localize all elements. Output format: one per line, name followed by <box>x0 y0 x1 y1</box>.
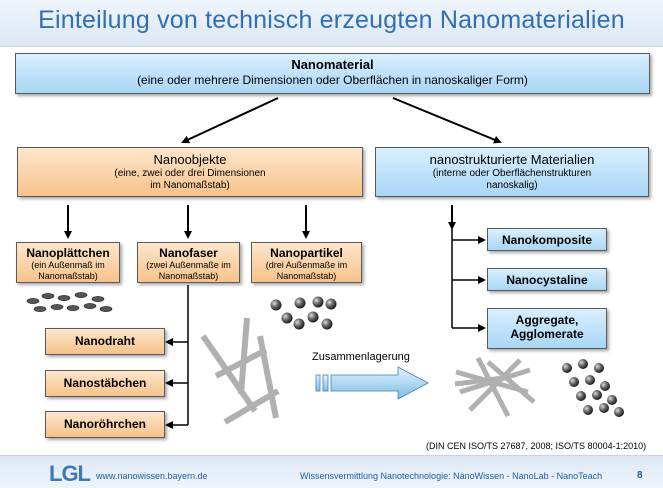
nanostrukturiert-box: nanostrukturierte Materialien (interne o… <box>375 147 649 197</box>
page-number: 8 <box>637 470 643 481</box>
slide-title: Einteilung von technisch erzeugten Nanom… <box>38 6 625 34</box>
nanopartikel-sub1: (drei Außenmaße im <box>265 260 348 271</box>
aggregate-fibers-illustration <box>454 356 536 418</box>
nanoobjekte-box: Nanoobjekte (eine, zwei oder drei Dimens… <box>17 147 363 197</box>
aggregate-label: Aggregate, <box>515 313 579 327</box>
arrow-to-nanostrukturiert <box>392 97 502 144</box>
title-band <box>0 0 663 47</box>
nanopartikel-box: Nanopartikel (drei Außenmaße im Nanomaßs… <box>251 242 362 283</box>
nanofaser-box: Nanofaser (zwei Außenmaße im Nanomaßstab… <box>137 242 240 283</box>
particles-illustration <box>270 296 337 330</box>
footer-band <box>0 455 663 488</box>
nanoobjekte-heading: Nanoobjekte <box>153 152 227 167</box>
nanofaser-sub1: (zwei Außenmaße im <box>146 260 231 271</box>
agglomerate-label: Agglomerate <box>510 327 584 342</box>
diagram-graphics <box>26 97 624 429</box>
arrow-to-nanoobjekte <box>181 97 279 144</box>
nanoobjekte-sub1: (eine, zwei oder drei Dimensionen <box>114 167 266 179</box>
nanomaterial-heading: Nanomaterial <box>291 57 374 72</box>
platelets-illustration <box>26 292 113 312</box>
zusammenlagerung-label: Zusammenlagerung <box>312 351 410 363</box>
nanopartikel-heading: Nanopartikel <box>270 246 343 260</box>
nanostrukturiert-sub2: nanoskalig) <box>486 179 538 191</box>
nanostrukturiert-heading: nanostrukturierte Materialien <box>429 152 595 167</box>
nanoroehrchen-box: Nanoröhrchen <box>45 411 165 438</box>
nanomaterial-subtext: (eine oder mehrere Dimensionen oder Ober… <box>137 72 528 87</box>
nanomaterial-box: Nanomaterial (eine oder mehrere Dimensio… <box>15 53 650 94</box>
nanostrukturiert-sub1: (interne oder Oberflächenstrukturen <box>432 167 592 179</box>
nanocystaline-box: Nanocystaline <box>487 268 607 291</box>
nanofaser-sub2: Nanomaßstab) <box>158 271 219 282</box>
fibers-illustration <box>200 317 280 425</box>
aggregate-agglomerate-box: Aggregate, Agglomerate <box>487 308 607 349</box>
nanodraht-box: Nanodraht <box>45 328 165 355</box>
nanokomposite-box: Nanokomposite <box>487 228 607 251</box>
nanoplaettchen-heading: Nanoplättchen <box>26 246 110 260</box>
nanofaser-heading: Nanofaser <box>159 246 218 260</box>
nanoplaettchen-sub2: Nanomaßstab) <box>38 271 98 282</box>
nanoobjekte-sub2: im Nanomaßstab) <box>150 179 230 191</box>
lgl-logo: LGL <box>49 461 91 486</box>
citation: (DIN CEN ISO/TS 27687, 2008; ISO/TS 8000… <box>426 441 647 451</box>
footer-url[interactable]: www.nanowissen.bayern.de <box>96 471 208 481</box>
agglomerate-particles-illustration <box>562 359 624 417</box>
footer-text: Wissensvermittlung Nanotechnologie: Nano… <box>300 471 603 481</box>
nanopartikel-sub2: Nanomaßstab) <box>276 271 337 282</box>
nanostaebchen-box: Nanostäbchen <box>45 370 165 397</box>
nanoplaettchen-sub1: (ein Außenmaß im <box>31 260 105 271</box>
nanoplaettchen-box: Nanoplättchen (ein Außenmaß im Nanomaßst… <box>16 242 120 283</box>
zusammenlagerung-arrow <box>315 366 429 400</box>
